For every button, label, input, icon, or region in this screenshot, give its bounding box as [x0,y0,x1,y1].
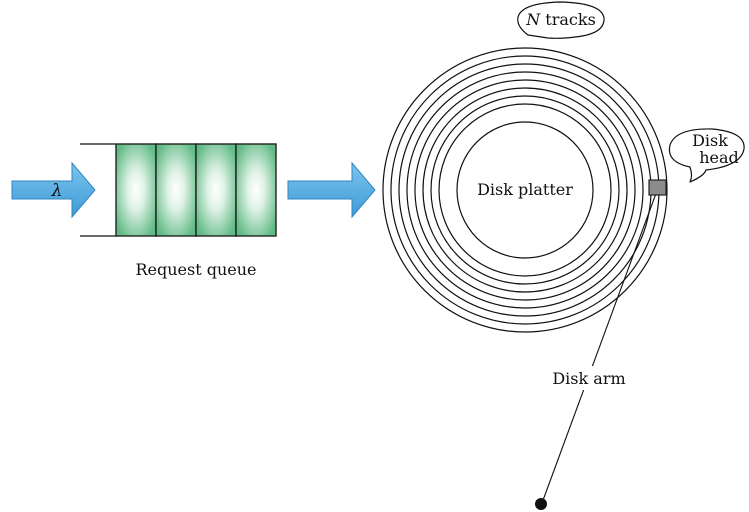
arrival-rate-label: λ [51,181,63,201]
disk-head [648,179,667,196]
request-queue [80,143,277,237]
head-callout [668,128,745,183]
track [422,87,628,293]
disk-arm-label: Disk arm [552,369,625,388]
disk-tracks [382,47,668,333]
request-queue-label: Request queue [135,260,256,279]
disk-arm [541,187,659,504]
tracks-count-symbol: N [525,10,541,29]
tracks-callout-label: N tracks [525,10,596,29]
output-arrow [287,161,376,219]
head-callout-line1: Disk [692,131,728,150]
head-callout-line2: head [699,148,739,167]
track [414,79,636,301]
queue-slot [155,143,197,237]
disk-platter [456,121,594,259]
queue-slot [235,143,277,237]
arm-pivot [535,498,547,510]
input-arrow [11,161,96,219]
track [382,47,668,333]
track [438,103,612,277]
queue-slot [115,143,157,237]
track [406,71,644,309]
track [430,95,620,285]
tracks-word: tracks [540,10,596,29]
tracks-callout [517,1,605,39]
queue-slot [195,143,237,237]
disk-arm-label-bg [546,366,632,390]
disk-platter-label: Disk platter [477,180,573,199]
